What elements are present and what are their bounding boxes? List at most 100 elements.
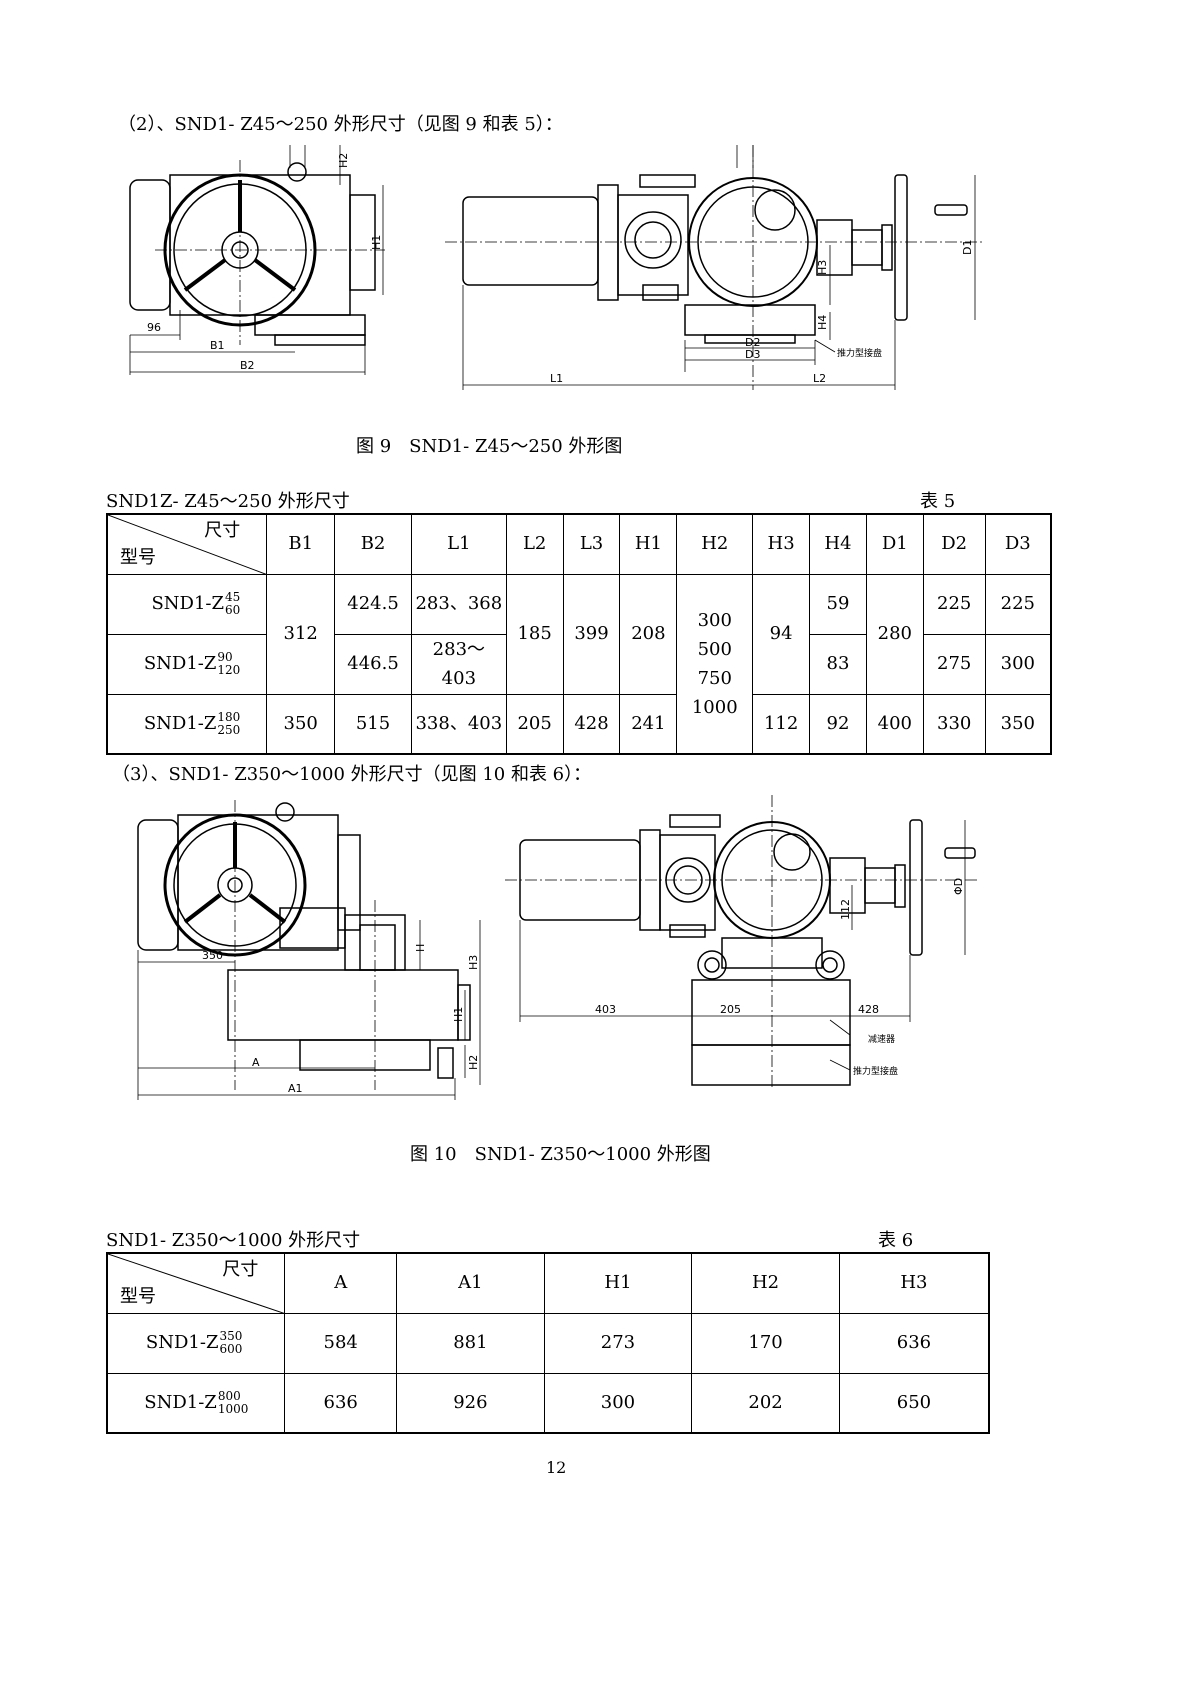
table-6-title: SND1- Z350～1000 外形尺寸 bbox=[106, 1230, 361, 1251]
f10-right-reducer bbox=[691, 979, 851, 1046]
dim-label-h4: H4 bbox=[816, 315, 829, 330]
section-2-heading: （2）、SND1- Z45～250 外形尺寸（见图 9 和表 5）： bbox=[118, 114, 563, 135]
table-5-h2-value: 500 bbox=[697, 638, 732, 660]
f10-dim-428: 428 bbox=[858, 1003, 879, 1016]
table-5-cell: 185 bbox=[505, 573, 564, 695]
f10-dim-a1: A1 bbox=[288, 1082, 303, 1095]
figure-10-svg: 350 H H3 H1 H2 A A1 112 ΦD 403 205 428 减… bbox=[137, 795, 980, 1100]
table-6-cell: 636 bbox=[284, 1372, 398, 1434]
table-5-h2-value: 300 bbox=[697, 609, 732, 631]
table-5-cell: 338、403 bbox=[410, 693, 507, 755]
callout-thrust-plate: 推力型接盘 bbox=[837, 347, 882, 359]
model-sub: 1000 bbox=[217, 1401, 249, 1416]
table-5-header: D3 bbox=[984, 513, 1052, 575]
table-6-cell: 273 bbox=[543, 1312, 693, 1374]
table-5-cell: 112 bbox=[752, 693, 811, 755]
table-5-cell-h2: 300 500 750 1000 bbox=[676, 573, 754, 755]
f10-dim-a: A bbox=[252, 1056, 260, 1069]
model-prefix: SND1-Z bbox=[143, 653, 217, 674]
model-sup: 180 bbox=[217, 709, 241, 724]
model-prefix: SND1-Z bbox=[143, 712, 217, 734]
table-6-corner-bottom: 型号 bbox=[120, 1285, 156, 1307]
table-6-header-row: 尺寸 型号 A A1 H1 H2 H3 bbox=[106, 1252, 990, 1314]
f10-right-lug-left bbox=[697, 950, 727, 980]
table-5-cell: 428 bbox=[562, 693, 621, 755]
table-5-cell: 92 bbox=[809, 693, 867, 755]
table-6-header: A1 bbox=[396, 1252, 545, 1314]
table-5-header: H3 bbox=[752, 513, 811, 575]
figure-9-svg: H2 H1 96 B1 B2 H3 H4 D1 D2 D3 L1 L2 推力型接… bbox=[129, 145, 985, 390]
table-5-header-row: 尺寸 型号 B1 B2 L1 L2 L3 H1 H2 H3 H4 D1 D2 D… bbox=[106, 513, 1052, 575]
table-5-cell: 225 bbox=[984, 573, 1052, 635]
table-5-header: L2 bbox=[505, 513, 564, 575]
model-sup: 45 bbox=[225, 590, 241, 604]
table-5-l1-value: 283～ bbox=[432, 639, 486, 660]
f10-right-thrust-base bbox=[691, 1044, 851, 1086]
table-6-cell: 584 bbox=[284, 1312, 398, 1374]
model-prefix: SND1-Z bbox=[144, 1391, 217, 1413]
figure-9-caption: 图 9 SND1- Z45～250 外形图 bbox=[356, 436, 623, 457]
table-6-cell: 926 bbox=[396, 1372, 545, 1434]
f10-dim-h3: H3 bbox=[467, 955, 480, 970]
f10-right-lug-right bbox=[815, 950, 845, 980]
table-6-corner-cell: 尺寸 型号 bbox=[106, 1252, 286, 1314]
f10-dim-h2: H2 bbox=[467, 1055, 480, 1070]
table-6-diagonal bbox=[108, 1254, 286, 1314]
table-5-cell: 94 bbox=[752, 573, 811, 695]
table-5-header: H2 bbox=[676, 513, 754, 575]
model-sup: 350 bbox=[219, 1329, 243, 1343]
table-5-number: 表 5 bbox=[920, 491, 956, 512]
f10-dim-403: 403 bbox=[595, 1003, 616, 1016]
figure-9-drawing: H2 H1 96 B1 B2 H3 H4 D1 D2 D3 L1 L2 推力型接… bbox=[125, 140, 1085, 400]
f10-left-housing bbox=[177, 814, 339, 951]
callout-thrust-plate-2: 推力型接盘 bbox=[853, 1065, 898, 1077]
right-view-base bbox=[684, 304, 816, 336]
callout-reducer: 减速器 bbox=[868, 1033, 895, 1045]
table-5-header: D2 bbox=[922, 513, 986, 575]
f10-dim-h: H bbox=[414, 944, 427, 952]
f10-left-reducer bbox=[227, 969, 459, 1041]
table-6-cell: 650 bbox=[838, 1372, 990, 1434]
table-5-cell-l1: 283～ 403 bbox=[410, 633, 507, 695]
model-sub: 120 bbox=[217, 663, 241, 677]
table-5-cell: 399 bbox=[562, 573, 621, 695]
table-6-cell: 170 bbox=[691, 1312, 840, 1374]
right-view-handwheel bbox=[894, 174, 908, 321]
dim-label-d2: D2 bbox=[745, 336, 760, 349]
model-sup: 90 bbox=[217, 650, 233, 664]
table-6-header: H2 bbox=[691, 1252, 840, 1314]
right-view-handle bbox=[934, 204, 968, 216]
table-5-cell: 225 bbox=[922, 573, 986, 635]
f10-dim-h1: H1 bbox=[452, 1007, 465, 1022]
table-5-h2-value: 1000 bbox=[691, 696, 738, 718]
f10-dim-112: 112 bbox=[839, 899, 852, 920]
dim-label-96: 96 bbox=[147, 321, 161, 334]
dim-label-h3: H3 bbox=[816, 260, 829, 275]
left-view-housing bbox=[169, 174, 351, 316]
right-view-gear-window bbox=[624, 211, 682, 269]
table-5-corner-bottom: 型号 bbox=[120, 546, 156, 568]
dim-label-h1: H1 bbox=[370, 235, 383, 250]
table-5-cell: 280 bbox=[865, 573, 924, 695]
dim-label-d3: D3 bbox=[745, 348, 760, 361]
table-5-corner-cell: 尺寸 型号 bbox=[106, 513, 268, 575]
f10-right-gearbox bbox=[659, 834, 716, 931]
right-view-window bbox=[754, 189, 796, 231]
model-sub: 600 bbox=[219, 1342, 243, 1356]
table-6-header: H3 bbox=[838, 1252, 990, 1314]
f10-left-lifting-ring bbox=[275, 802, 295, 822]
table-5-cell: 208 bbox=[619, 573, 678, 695]
dim-label-b1: B1 bbox=[210, 339, 225, 352]
table-5-corner-top: 尺寸 bbox=[204, 520, 241, 541]
table-6-cell: 881 bbox=[396, 1312, 545, 1374]
table-5-cell: 300 bbox=[984, 633, 1052, 695]
table-6-header: H1 bbox=[543, 1252, 693, 1314]
table-5-cell: 350 bbox=[266, 693, 336, 755]
left-view-side-box bbox=[349, 194, 376, 291]
dim-label-d1: D1 bbox=[961, 240, 974, 255]
